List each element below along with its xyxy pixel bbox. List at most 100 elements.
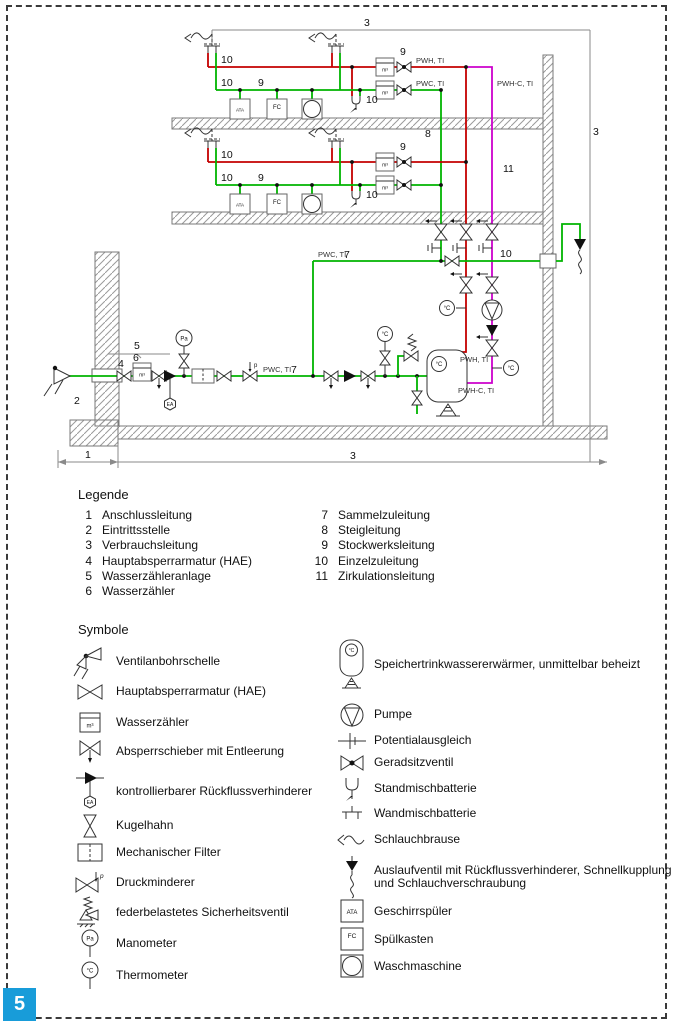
label-pwc-ti-collect: PWC, TI [318,250,346,259]
symbol-row: Ventilanbohrschelle [64,644,220,680]
main-shutoff-hae [116,370,132,382]
page-number: 5 [13,993,26,1015]
storey-1 [185,128,468,214]
symbol-row: Auslaufventil mit Rückflussverhinderer, … [330,856,673,898]
wall-sleeve-right [539,253,557,269]
washing-machine-icon [330,953,374,981]
symbol-row: Kugelhahn [64,813,173,839]
manometer-icon: Pa [64,929,116,959]
tapping-valve [43,365,72,397]
pressure-reducer: p [242,362,258,382]
svg-text:ATA: ATA [347,910,358,916]
entry-water-meter [132,362,152,382]
outdoor-tap-icon [574,239,586,250]
symbol-row: FC Spülkasten [330,926,433,954]
svg-text:°C: °C [87,969,94,975]
symbol-row: federbelastetes Sicherheitsventil [64,896,289,930]
label-hae-4: 4 [118,358,124,370]
legende-title: Legende [78,487,129,502]
storage-water-heater [426,349,468,417]
water-meter-icon: m³ [64,711,116,735]
symbole-title: Symbole [78,622,129,637]
svg-text:FC: FC [348,933,357,940]
manometer-branch: Pa [175,329,193,376]
dim-bottom-1: 1 [85,449,91,461]
symbol-row: Pumpe [330,701,412,729]
symbol-row: ATA Geschirrspüler [330,898,452,926]
label-pwc-ti-f2: PWC, TI [416,79,444,88]
storey-2: PWH, TI PWC, TI PWH-C, TI [185,33,533,119]
controllable-backflow-preventer: EA [164,370,176,411]
symbol-row: p Druckminderer [64,870,195,896]
symbol-row: Schlauchbrause [330,832,460,848]
label-pwc-ti-entry: PWC, TI [263,365,291,374]
symbol-row: EA kontrollierbarer Rückflussverhinderer [64,770,312,814]
safety-valve-icon [64,896,116,930]
storage-water-heater-group: PWH, TI PWH-C, TI [323,326,494,417]
gate-valve-drain-icon [64,738,116,766]
pump-icon [330,701,374,729]
svg-text:°C: °C [349,648,355,654]
symbol-row: Standmischbatterie [330,776,477,802]
ball-valve-icon [64,813,116,839]
potential-equalisation-icon [330,731,374,751]
dim-top-3: 3 [364,17,370,29]
svg-text:Pa: Pa [86,937,94,943]
label-entry-7: 7 [291,364,297,376]
storage-heater-icon: °C [330,638,374,692]
outlet-valve-icon [330,856,374,898]
dishwasher-icon: ATA [330,898,374,926]
wall-mixer-icon [330,804,374,824]
svg-text:EA: EA [87,800,94,806]
label-heater-pwhc: PWH-C, TI [458,386,494,395]
collecting-line: PWC, TI 7 10 [313,223,586,275]
thermometer-pwh-riser [439,300,455,316]
symbol-row: Waschmaschine [330,953,462,981]
schematic-svg: °C m³ ATA FC 10 [43,17,608,468]
symbol-row: m³ Wasserzähler [64,711,189,735]
label-meterassembly-5: 5 [134,340,140,352]
stand-mixer-icon [330,776,374,802]
thermometer-icon: °C [64,961,116,991]
symbol-row: °C Thermometer [64,961,188,991]
thermometer-heater-inlet [377,326,393,342]
symbol-row: Potentialausgleich [330,731,471,751]
circulation-pump [481,299,503,321]
symbol-row: Mechanischer Filter [64,842,221,864]
tapping-valve-icon [64,644,116,680]
svg-text:m³: m³ [87,724,94,730]
symbol-row: Geradsitzventil [330,754,453,772]
safety-valve [403,333,419,362]
backflow-preventer-icon: EA [64,770,116,814]
riser-fittings [424,218,519,376]
mechanical-filter-icon [64,842,116,864]
straight-seat-valve-icon [330,754,374,772]
dim-bottom-3: 3 [350,450,356,462]
label-sammelzuleitung-7: 7 [344,249,350,261]
label-steigleitung-8: 8 [425,128,431,140]
cistern-icon: FC [330,926,374,954]
label-meter-6: 6 [133,352,139,364]
pressure-reducer-icon: p [64,870,116,896]
svg-text:p: p [99,873,104,880]
installation-schematic: °C m³ ATA FC 10 [0,0,673,482]
dim-right-3: 3 [593,126,599,138]
label-pwh-ti-f2: PWH, TI [416,56,444,65]
ea-glyph: EA [167,402,174,408]
symbol-row: Wandmischbatterie [330,804,476,824]
symbol-row: Hauptabsperrarmatur (HAE) [64,682,266,702]
label-outdoor-10: 10 [500,248,512,260]
